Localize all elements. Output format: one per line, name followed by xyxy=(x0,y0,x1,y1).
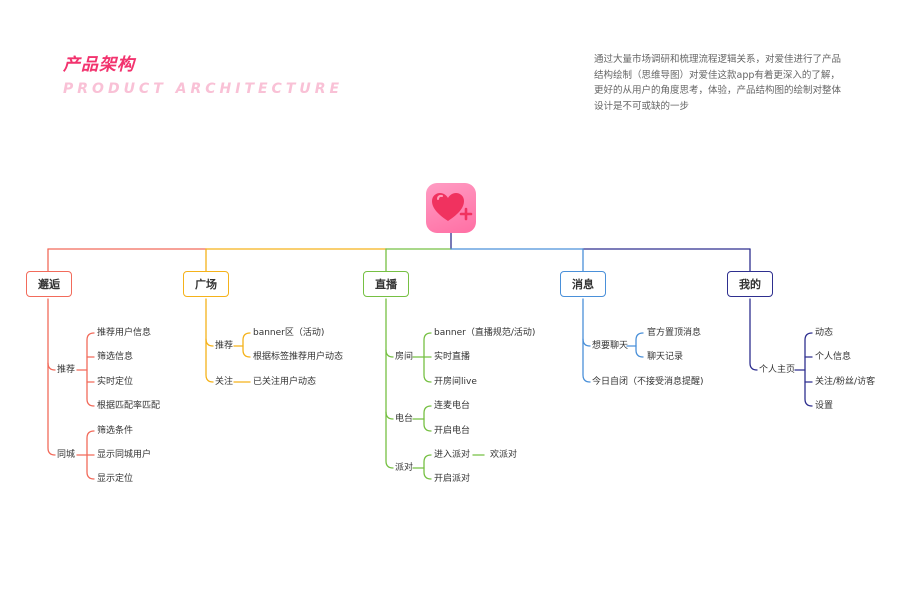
meet-recommend-item: 筛选信息 xyxy=(97,352,134,362)
live-party-item: 开启派对 xyxy=(434,474,471,484)
heart-plus-icon xyxy=(432,193,473,221)
meet-recommend-item: 实时定位 xyxy=(97,377,134,387)
meet-recommend-item: 根据匹配率匹配 xyxy=(97,401,161,411)
node-mine: 我的 xyxy=(727,271,773,297)
live-room-item: banner（直播规范/活动) xyxy=(434,328,536,338)
meet-recommend: 推荐 xyxy=(57,365,76,375)
live-radio: 电台 xyxy=(395,414,414,424)
meet-recommend-item: 推荐用户信息 xyxy=(97,328,152,338)
meet-samecity-item: 显示定位 xyxy=(97,474,134,484)
intro-text: 通过大量市场调研和梳理流程逻辑关系，对爱佳进行了产品结构绘制（思维导图）对爱佳这… xyxy=(594,54,842,112)
live-radio-item: 开启电台 xyxy=(434,426,471,436)
message-today: 今日自闭（不接受消息提醒) xyxy=(592,377,704,387)
mine-home-item: 个人信息 xyxy=(815,352,852,362)
live-room-item: 开房间live xyxy=(434,377,477,387)
live-party-sub: 欢派对 xyxy=(490,450,518,460)
live-party: 派对 xyxy=(395,463,414,473)
live-room-item: 实时直播 xyxy=(434,352,471,362)
app-icon xyxy=(426,183,476,233)
page-subtitle: PRODUCT ARCHITECTURE xyxy=(63,81,344,97)
node-message: 消息 xyxy=(560,271,606,297)
live-room: 房间 xyxy=(395,352,414,362)
node-live: 直播 xyxy=(363,271,409,297)
page-title: 产品架构 xyxy=(63,55,135,75)
meet-samecity-item: 筛选条件 xyxy=(97,426,134,436)
mine-home-item: 关注/粉丝/访客 xyxy=(815,377,876,387)
live-radio-item: 连麦电台 xyxy=(434,401,471,411)
node-square: 广场 xyxy=(183,271,229,297)
message-chat-item: 聊天记录 xyxy=(647,352,684,362)
square-recommend-item: banner区（活动) xyxy=(253,328,325,338)
square-recommend-item: 根据标签推荐用户动态 xyxy=(253,352,344,362)
meet-samecity: 同城 xyxy=(57,450,76,460)
message-chat-item: 官方置顶消息 xyxy=(647,328,702,338)
mine-home-item: 设置 xyxy=(815,401,834,411)
square-recommend: 推荐 xyxy=(215,341,234,351)
live-party-item: 进入派对 xyxy=(434,450,471,460)
square-follow: 关注 xyxy=(215,377,234,387)
square-follow-item: 已关注用户动态 xyxy=(253,377,317,387)
node-meet: 邂逅 xyxy=(26,271,72,297)
mine-home-item: 动态 xyxy=(815,328,834,338)
meet-samecity-item: 显示同城用户 xyxy=(97,450,152,460)
message-chat: 想要聊天 xyxy=(592,341,629,351)
mine-home: 个人主页 xyxy=(759,365,796,375)
